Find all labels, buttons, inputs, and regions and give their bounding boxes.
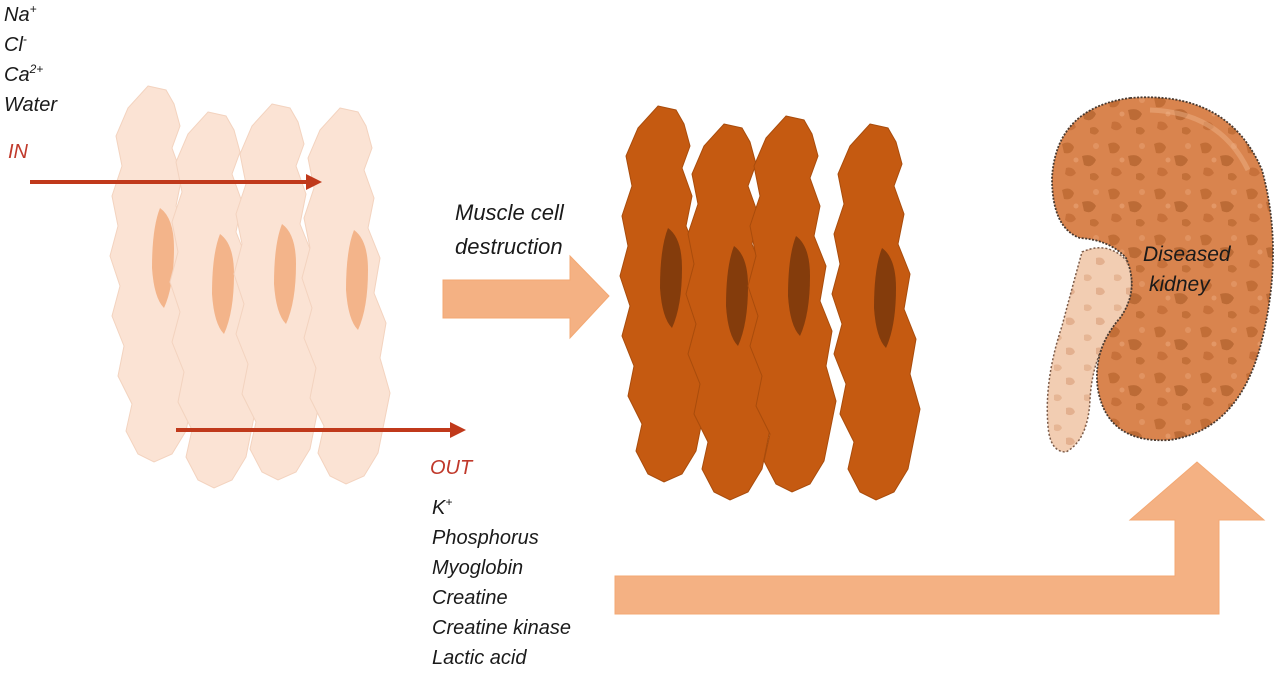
outflow-item-list: K+ Phosphorus Myoglobin Creatine Creatin… xyxy=(432,493,571,673)
out-label: OUT xyxy=(430,457,473,479)
kidney-label-line2: kidney xyxy=(1149,273,1210,296)
myoglobin: Myoglobin xyxy=(432,557,524,579)
in-arrow xyxy=(30,174,322,190)
creatine: Creatine xyxy=(432,587,508,609)
damaged-cell-4 xyxy=(831,123,921,501)
kidney-label-line1: Diseased xyxy=(1143,243,1231,266)
out-arrow xyxy=(176,422,466,438)
phosphorus: Phosphorus xyxy=(432,527,539,549)
in-label: IN xyxy=(8,141,28,163)
ureter xyxy=(1046,247,1133,453)
kidney-body xyxy=(1051,96,1274,442)
kidney-highlight xyxy=(1149,107,1251,172)
damaged-cells xyxy=(619,105,921,501)
ion-calcium: Ca2+ xyxy=(4,62,44,86)
ion-chloride: Cl- xyxy=(4,32,27,56)
water: Water xyxy=(4,94,57,116)
inflow-ion-list: Na+ Cl- Ca2+ Water xyxy=(4,0,57,120)
lactic-acid: Lactic acid xyxy=(432,647,527,669)
ion-sodium: Na+ xyxy=(4,2,37,26)
kidney-flow-arrow xyxy=(614,461,1266,615)
healthy-cell-4 xyxy=(301,107,391,485)
kidney-label: Diseased kidney xyxy=(1143,240,1231,300)
destruction-arrow xyxy=(442,254,610,340)
healthy-cells xyxy=(109,85,391,489)
creatine-kinase: Creatine kinase xyxy=(432,617,571,639)
kidney-illustration xyxy=(1046,96,1274,453)
destruction-label-line1: Muscle cell xyxy=(455,200,564,225)
destruction-label: Muscle cell destruction xyxy=(455,196,564,264)
ion-potassium: K+ xyxy=(432,495,453,519)
destruction-label-line2: destruction xyxy=(455,234,563,259)
